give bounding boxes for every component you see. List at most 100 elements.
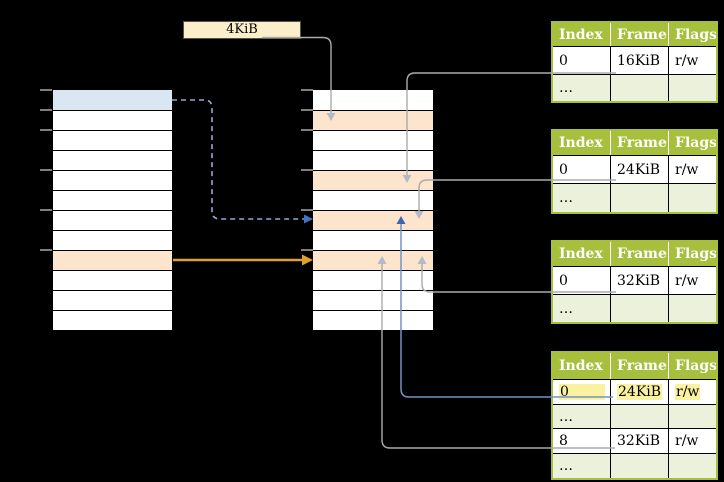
- header-flags: Flags: [668, 23, 716, 46]
- header-flags: Flags: [668, 131, 716, 155]
- table-row-ellipsis: …: [553, 294, 716, 322]
- cell-index: 0: [559, 161, 568, 178]
- memory-row: [53, 110, 172, 130]
- physical-memory-column: [313, 90, 433, 330]
- virtual-memory-column: [53, 90, 172, 330]
- page-size-label: 4KiB: [183, 21, 301, 39]
- memory-row: [313, 130, 433, 150]
- memory-tick: [40, 129, 52, 131]
- memory-tick: [40, 249, 52, 251]
- table-row-ellipsis: …: [553, 404, 716, 428]
- header-frame: Frame: [610, 242, 668, 266]
- table-row-ellipsis: …: [553, 183, 716, 212]
- cell-flags: r/w: [668, 429, 716, 453]
- table-row: 0 24KiB r/w: [553, 155, 716, 183]
- memory-row: [313, 90, 433, 110]
- cell-frame: 16KiB: [610, 47, 668, 74]
- memory-row: [313, 290, 433, 310]
- memory-row: [313, 230, 433, 250]
- memory-row: [53, 210, 172, 230]
- cell-frame: 32KiB: [610, 267, 668, 294]
- cell-index: 8: [559, 433, 568, 449]
- memory-row: [313, 150, 433, 170]
- cell-frame: [610, 295, 668, 322]
- memory-row-frame: [313, 250, 433, 270]
- table-row: 0 16KiB r/w: [553, 46, 716, 74]
- cell-flags: r/w: [668, 47, 716, 74]
- cell-flags: [668, 75, 716, 101]
- table-row-ellipsis: …: [553, 453, 716, 478]
- table-row-highlighted: 0 24KiB r/w: [553, 379, 716, 404]
- header-flags: Flags: [668, 242, 716, 266]
- memory-tick: [301, 129, 313, 131]
- memory-row-frame: [313, 110, 433, 130]
- page-table-level2: Index Frame Flags 0 24KiB r/w … 8 32KiB …: [551, 351, 718, 480]
- cell-flags: [668, 405, 716, 428]
- arrowhead-right-icon: [302, 254, 313, 266]
- cell-index: …: [559, 408, 573, 425]
- cell-index: …: [559, 300, 573, 317]
- arrow-virtual-blue-to-frame: [172, 99, 304, 220]
- memory-row-frame: [313, 170, 433, 190]
- cell-frame: 32KiB: [610, 429, 668, 453]
- memory-tick: [301, 249, 313, 251]
- memory-row-mapped-orange: [53, 250, 172, 270]
- page-table-header: Index Frame Flags: [553, 242, 716, 266]
- arrowhead-right-icon: [304, 214, 313, 224]
- memory-row: [53, 150, 172, 170]
- memory-row-frame: [313, 210, 433, 230]
- cell-flags: [668, 454, 716, 478]
- cell-frame: [610, 75, 668, 101]
- header-index: Index: [559, 135, 603, 151]
- cell-index: …: [559, 190, 573, 206]
- memory-row: [53, 290, 172, 310]
- page-table-header: Index Frame Flags: [553, 23, 716, 46]
- cell-flags: r/w: [668, 156, 716, 183]
- memory-row: [313, 310, 433, 330]
- table-row: 8 32KiB r/w: [553, 428, 716, 453]
- header-frame: Frame: [610, 23, 668, 46]
- memory-row-mapped-blue: [53, 90, 172, 110]
- memory-tick: [301, 89, 313, 91]
- memory-row: [53, 230, 172, 250]
- cell-flags: r/w: [668, 380, 716, 404]
- memory-tick: [40, 209, 52, 211]
- cell-index: …: [559, 458, 573, 474]
- header-index: Index: [559, 246, 603, 262]
- memory-row: [53, 270, 172, 290]
- table-row-ellipsis: …: [553, 74, 716, 101]
- page-table-header: Index Frame Flags: [553, 353, 716, 379]
- cell-frame: [610, 184, 668, 212]
- memory-tick: [301, 169, 313, 171]
- memory-tick: [40, 89, 52, 91]
- table-row: 0 32KiB r/w: [553, 266, 716, 294]
- memory-tick: [40, 109, 52, 111]
- header-index: Index: [559, 358, 603, 374]
- memory-tick: [40, 169, 52, 171]
- memory-row: [53, 310, 172, 330]
- cell-flags: r/w: [668, 267, 716, 294]
- cell-index: 0: [559, 52, 568, 69]
- memory-row: [53, 170, 172, 190]
- memory-tick: [301, 209, 313, 211]
- cell-frame: 24KiB: [610, 156, 668, 183]
- highlight-frame: 24KiB: [617, 384, 663, 400]
- page-table-16k: Index Frame Flags 0 16KiB r/w …: [551, 21, 718, 103]
- cell-frame: [610, 405, 668, 428]
- page-table-header: Index Frame Flags: [553, 131, 716, 155]
- page-table-32k: Index Frame Flags 0 32KiB r/w …: [551, 240, 718, 324]
- cell-frame: 24KiB: [610, 380, 668, 404]
- memory-row: [313, 270, 433, 290]
- highlight-flags: r/w: [675, 384, 701, 400]
- cell-flags: [668, 295, 716, 322]
- cell-frame: [610, 454, 668, 478]
- header-index: Index: [559, 26, 603, 43]
- cell-index: …: [559, 80, 573, 96]
- memory-row: [313, 190, 433, 210]
- header-frame: Frame: [610, 353, 668, 379]
- highlight-index: 0: [559, 384, 605, 400]
- cell-index: 0: [559, 272, 568, 289]
- cell-flags: [668, 184, 716, 212]
- memory-tick: [301, 109, 313, 111]
